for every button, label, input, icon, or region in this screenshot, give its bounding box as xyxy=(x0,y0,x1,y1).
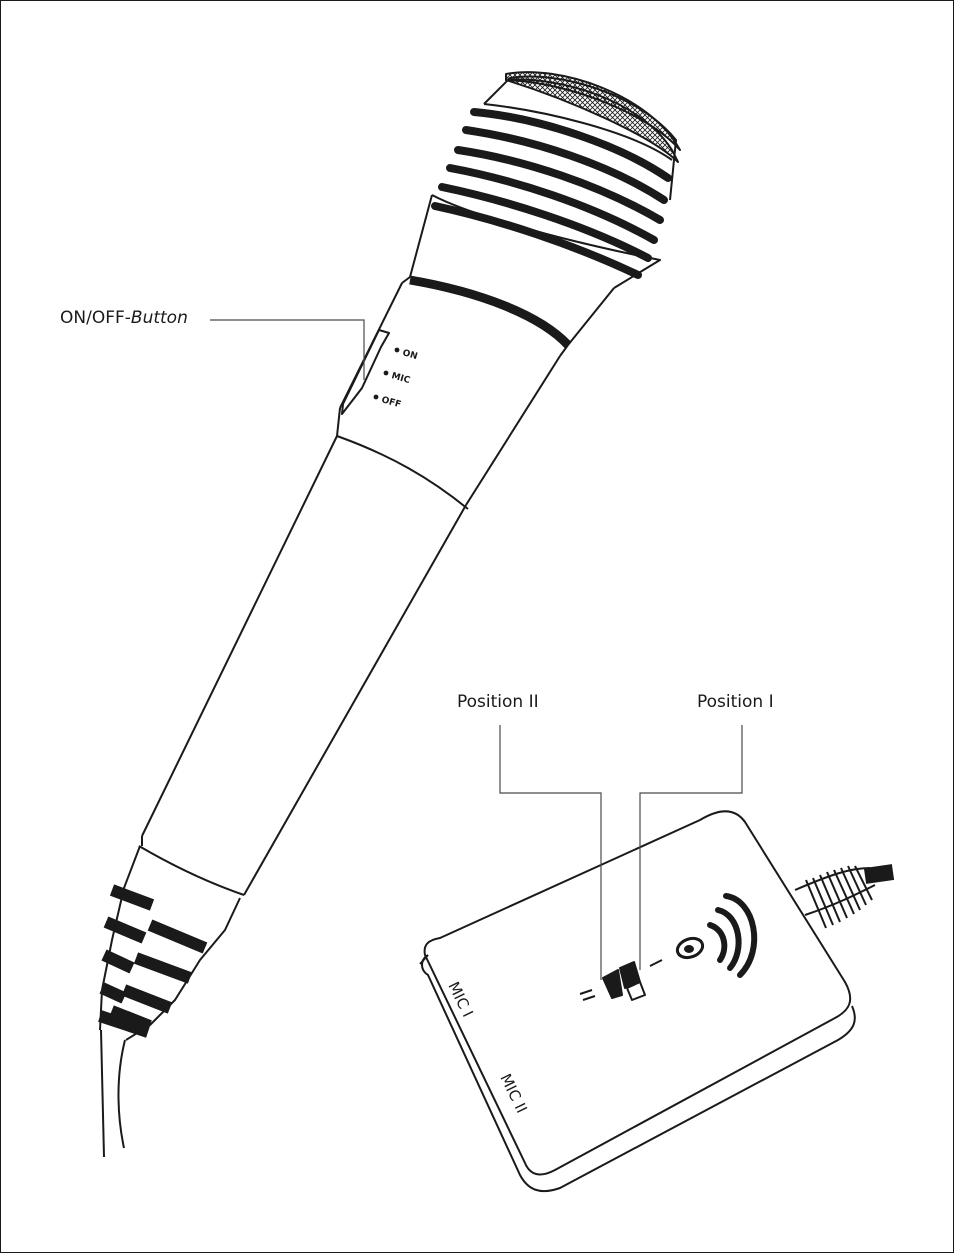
slot-marks xyxy=(579,959,663,1001)
receiver-label-mic-2: MIC II xyxy=(496,1071,530,1116)
microphone xyxy=(98,71,681,1158)
callout-onoff-emphasis: Button xyxy=(130,308,188,328)
leader-position-2 xyxy=(499,725,602,980)
callout-position-1: Position I xyxy=(697,692,774,712)
switch-dot-on xyxy=(394,347,400,353)
receiver xyxy=(419,810,895,1193)
strain-relief xyxy=(98,845,241,1041)
switch-markers xyxy=(373,347,400,400)
microphone-handle xyxy=(138,355,561,896)
wireless-icon xyxy=(675,893,758,978)
leader-onoff xyxy=(210,319,365,380)
slot-2-mark-line xyxy=(582,995,596,1001)
collar-band xyxy=(401,275,572,357)
slot-2-mark-line xyxy=(579,989,593,995)
callout-leaders xyxy=(210,319,743,980)
switch-label-on: ON xyxy=(401,348,418,362)
receiver-cable xyxy=(794,864,895,929)
switch-dot-mic xyxy=(383,370,389,376)
slot-2-switch xyxy=(602,969,623,999)
callout-position-2: Position II xyxy=(457,692,539,712)
switch-dot-off xyxy=(373,394,379,400)
receiver-body xyxy=(419,810,856,1193)
switch-label-mic: MIC xyxy=(390,371,411,386)
switch-label-off: OFF xyxy=(380,395,402,410)
microphone-cable xyxy=(100,1029,126,1158)
grille-ribs xyxy=(431,108,672,279)
receiver-label-mic-1: MIC I xyxy=(444,979,476,1020)
leader-position-1 xyxy=(639,725,743,970)
microphone-head xyxy=(483,71,681,201)
callout-onoff-button: ON/OFF-Button xyxy=(60,308,188,328)
slot-1-switch xyxy=(626,981,646,1001)
callout-onoff-prefix: ON/OFF- xyxy=(60,308,131,328)
switch-housing xyxy=(339,282,403,415)
slot-1-mark-line xyxy=(649,959,663,967)
